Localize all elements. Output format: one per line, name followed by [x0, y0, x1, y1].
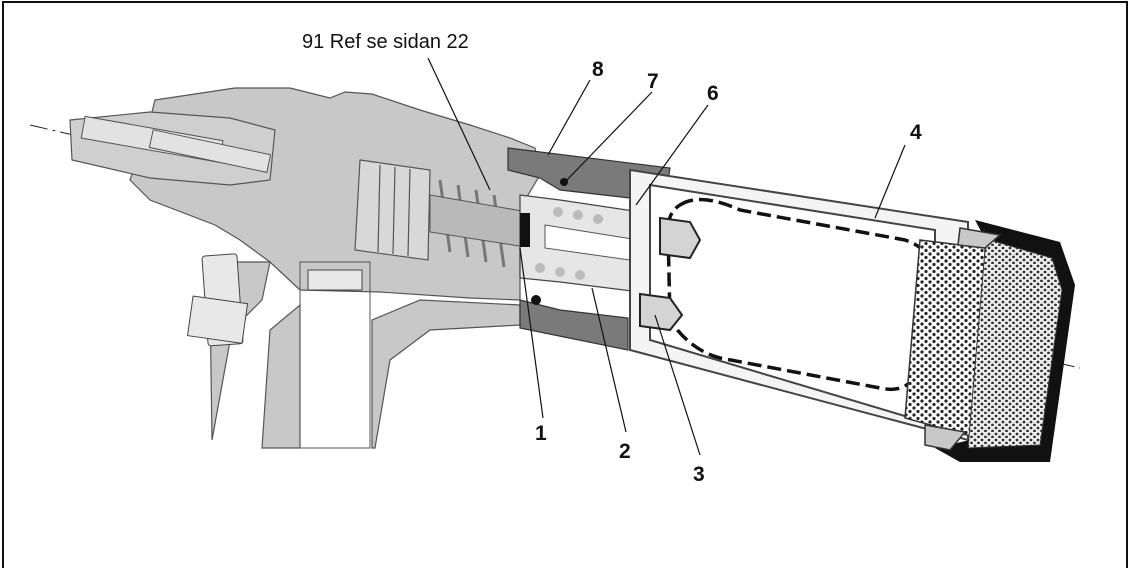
reference-note: 91 Ref se sidan 22 — [302, 31, 469, 53]
inner-bag — [666, 197, 932, 391]
connectors — [639, 216, 702, 332]
outer-sleeve-lower — [519, 299, 629, 351]
frame-lugs — [924, 227, 1002, 451]
inner-spring — [535, 207, 603, 280]
end-cap-mesh — [967, 239, 1063, 449]
callout-1: 1 — [535, 422, 547, 445]
callout-6: 6 — [707, 82, 719, 105]
callout-7: 7 — [647, 70, 659, 93]
callout-3: 3 — [693, 463, 705, 486]
callout-8: 8 — [592, 58, 604, 81]
cylinder-block — [354, 159, 431, 261]
callout-4: 4 — [910, 121, 922, 144]
leader-lines — [427, 57, 906, 456]
callout-2: 2 — [619, 440, 631, 463]
trigger-parts — [186, 253, 371, 449]
nozzle-inner — [80, 115, 272, 173]
